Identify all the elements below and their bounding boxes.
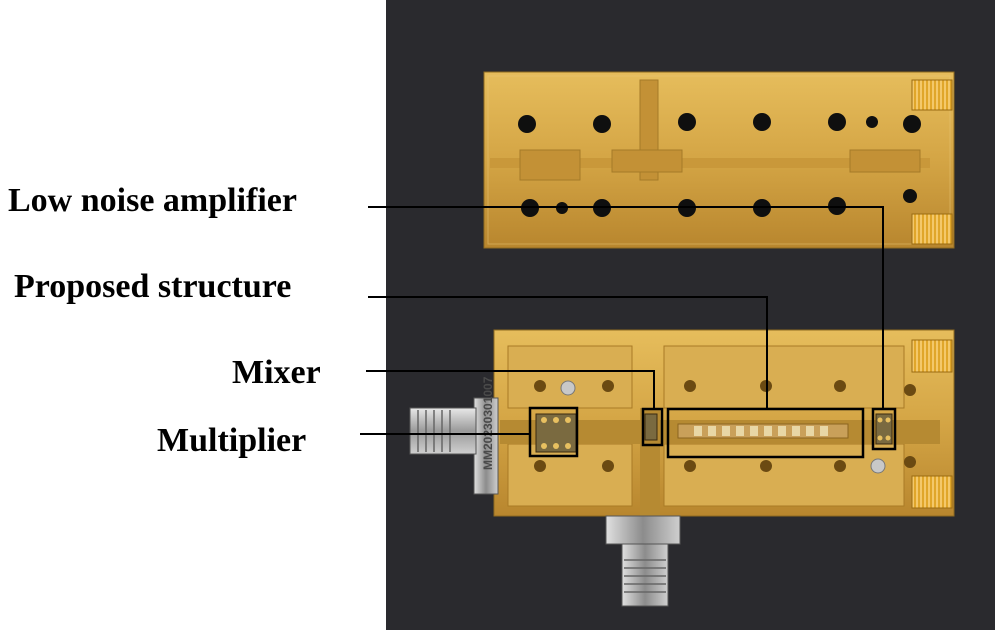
mixer-leader-line [366, 370, 655, 409]
proposed-structure-box [666, 407, 865, 459]
label-mixer: Mixer [232, 354, 321, 391]
multiplier-box [528, 406, 579, 458]
proposed-leader-line [368, 296, 768, 409]
serial-number: MM20230301007 [481, 376, 495, 470]
label-low-noise-amplifier: Low noise amplifier [8, 182, 297, 219]
label-proposed-structure: Proposed structure [14, 268, 292, 305]
upper-housing [483, 71, 955, 249]
label-multiplier: Multiplier [157, 422, 307, 459]
lower-housing [493, 329, 955, 518]
bottom-sma-connector [605, 515, 681, 607]
mixer-box [641, 407, 664, 447]
lna-leader-line [368, 206, 884, 409]
left-sma-connector: MM20230301007 [409, 376, 499, 495]
